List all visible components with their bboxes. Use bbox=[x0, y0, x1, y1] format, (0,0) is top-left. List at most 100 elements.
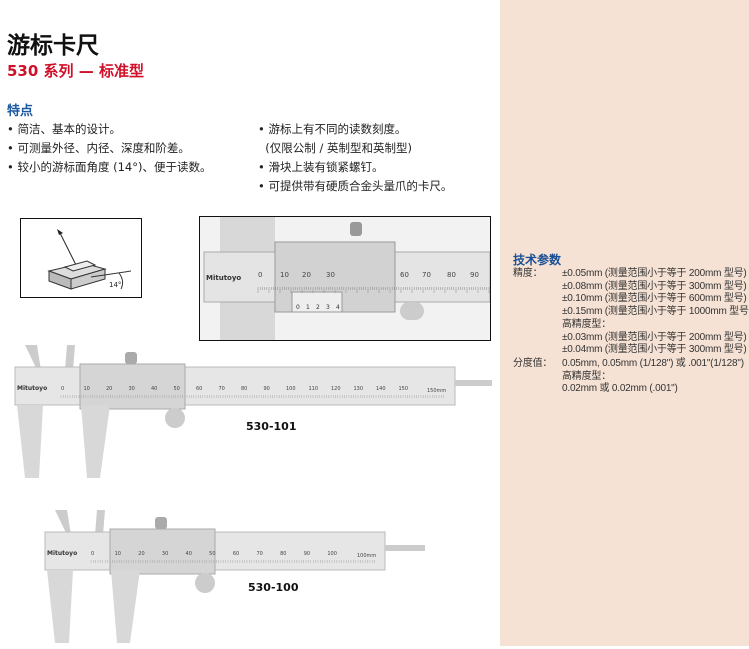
scale-end-label: 150mm bbox=[427, 388, 446, 394]
upper-jaw bbox=[25, 345, 41, 370]
features-heading: 特点 bbox=[7, 104, 34, 119]
accuracy-label: 精度： bbox=[513, 268, 543, 279]
feature-item: • 游标上有不同的读数刻度。 bbox=[258, 122, 407, 136]
features-right-list: • 游标上有不同的读数刻度。 (仅限公制 / 英制型和英制型) • 滑块上装有锁… bbox=[258, 120, 452, 196]
vernier-angle-diagram: 14° bbox=[20, 218, 142, 298]
spec-line: ±0.15mm (测量范围小于等于 1000mm 型号) bbox=[562, 306, 749, 318]
scale-number: 100 bbox=[327, 551, 337, 557]
accuracy-values: ±0.05mm (测量范围小于等于 200mm 型号) ±0.08mm (测量范… bbox=[562, 268, 749, 357]
feature-item: (仅限公制 / 英制型和英制型) bbox=[258, 141, 412, 155]
slider bbox=[109, 528, 216, 575]
lower-jaw bbox=[17, 405, 43, 478]
caliper-drawing: Mitutoyo 0 10 20 30 40 50 60 70 80 90 100 110 120 130 1… bbox=[14, 345, 495, 478]
scale-number: 20 bbox=[106, 386, 112, 392]
scale-number: 60 bbox=[400, 271, 409, 279]
scale-number: 120 bbox=[331, 386, 341, 392]
upper-jaw bbox=[95, 510, 105, 535]
angle-label: 14° bbox=[109, 281, 121, 289]
page-title: 游标卡尺 bbox=[7, 33, 99, 59]
model-label: 530-100 bbox=[248, 581, 299, 594]
thumb-roller bbox=[195, 573, 215, 593]
scale-number: 30 bbox=[129, 386, 135, 392]
angle-diagram-drawing: 14° bbox=[47, 229, 132, 290]
spec-line: ±0.04mm (测量范围小于等于 300mm 型号) bbox=[562, 344, 747, 356]
brand-logo: Mitutoyo bbox=[206, 274, 241, 282]
lock-screw bbox=[125, 352, 137, 364]
slider bbox=[79, 363, 186, 410]
spec-line: 高精度型： bbox=[562, 370, 611, 382]
scale-number: 20 bbox=[302, 271, 311, 279]
vernier-number: 2 bbox=[316, 304, 320, 311]
series-subtitle: 530 系列 — 标准型 bbox=[7, 62, 144, 80]
caliper-530-101-photo: Mitutoyo 0 10 20 30 40 50 60 70 80 90 100 110 120 130 1… bbox=[12, 340, 495, 480]
scale-number: 10 bbox=[115, 551, 121, 557]
scale-number: 60 bbox=[233, 551, 239, 557]
scale-number: 0 bbox=[258, 271, 262, 279]
scale-number: 60 bbox=[196, 386, 202, 392]
scale-number: 70 bbox=[256, 551, 262, 557]
scale-number: 40 bbox=[151, 386, 157, 392]
scale-number: 20 bbox=[138, 551, 144, 557]
scale-number: 100 bbox=[286, 386, 296, 392]
feature-item: • 可提供带有硬质合金头量爪的卡尺。 bbox=[258, 179, 453, 193]
scale-number: 110 bbox=[309, 386, 319, 392]
scale-end-label: 100mm bbox=[357, 553, 376, 559]
brand-logo: Mitutoyo bbox=[17, 385, 47, 392]
depth-rod bbox=[385, 545, 425, 551]
spec-line: ±0.08mm (测量范围小于等于 300mm 型号) bbox=[562, 280, 747, 292]
upper-jaw bbox=[65, 345, 75, 370]
lower-jaw bbox=[47, 570, 73, 643]
caliper-530-100-photo: Mitutoyo 0 10 20 30 40 50 60 70 80 90 100 100mm bbox=[40, 505, 440, 645]
scale-number: 70 bbox=[422, 271, 431, 279]
features-left-list: • 简洁、基本的设计。 • 可测量外径、内径、深度和阶差。 • 较小的游标面角度… bbox=[7, 120, 211, 177]
resolution-values: 0.05mm, 0.05mm (1/128") 或 .001"(1/128") … bbox=[562, 358, 744, 396]
feature-item: • 可测量外径、内径、深度和阶差。 bbox=[7, 141, 190, 155]
scale-number: 80 bbox=[447, 271, 456, 279]
spec-line: 0.05mm, 0.05mm (1/128") 或 .001"(1/128") bbox=[562, 358, 744, 369]
spec-line: 0.02mm 或 0.02mm (.001") bbox=[562, 383, 678, 395]
feature-item: • 简洁、基本的设计。 bbox=[7, 122, 121, 136]
brand-logo: Mitutoyo bbox=[47, 550, 77, 557]
scale-number: 140 bbox=[376, 386, 386, 392]
scale-number: 90 bbox=[264, 386, 270, 392]
lower-jaw bbox=[81, 405, 110, 478]
resolution-label: 分度值： bbox=[513, 358, 553, 369]
scale-number: 90 bbox=[304, 551, 310, 557]
scale-number: 80 bbox=[241, 386, 247, 392]
vernier-number: 1 bbox=[306, 304, 310, 311]
spec-line: ±0.05mm (测量范围小于等于 200mm 型号) bbox=[562, 268, 747, 279]
vernier-number: 0 bbox=[296, 304, 300, 311]
scale-number: 80 bbox=[280, 551, 286, 557]
model-label: 530-101 bbox=[246, 420, 297, 433]
vernier-number: 4 bbox=[336, 304, 340, 311]
scale-number: 10 bbox=[280, 271, 289, 279]
thumb-roller bbox=[165, 408, 185, 428]
scale-number: 70 bbox=[219, 386, 225, 392]
spec-line: ±0.10mm (测量范围小于等于 600mm 型号) bbox=[562, 293, 747, 305]
caliper-drawing: Mitutoyo 0 10 20 30 40 50 60 70 80 90 100 100mm bbox=[44, 510, 425, 643]
scale-number: 0 bbox=[61, 386, 64, 392]
depth-rod bbox=[455, 380, 495, 386]
lower-jaw bbox=[111, 570, 140, 643]
specs-heading: 技术参数 bbox=[513, 253, 562, 267]
spec-line: 高精度型： bbox=[562, 318, 611, 330]
scale-number: 130 bbox=[354, 386, 364, 392]
scale-number: 0 bbox=[91, 551, 94, 557]
scale-number: 30 bbox=[162, 551, 168, 557]
upper-jaw bbox=[55, 510, 71, 535]
spec-panel-background bbox=[500, 0, 749, 646]
feature-item: • 较小的游标面角度 (14°)、便于读数。 bbox=[7, 160, 212, 174]
scale-number: 10 bbox=[84, 386, 90, 392]
feature-item: • 滑块上装有锁紧螺钉。 bbox=[258, 160, 384, 174]
scale-number: 90 bbox=[470, 271, 479, 279]
vernier-number: 3 bbox=[326, 304, 330, 311]
scale-number: 50 bbox=[174, 386, 180, 392]
scale-number: 40 bbox=[186, 551, 192, 557]
lock-screw bbox=[155, 517, 167, 529]
scale-number: 150 bbox=[399, 386, 409, 392]
spec-line: ±0.03mm (测量范围小于等于 200mm 型号) bbox=[562, 331, 747, 343]
scale-number: 30 bbox=[326, 271, 335, 279]
scale-number: 50 bbox=[209, 551, 215, 557]
